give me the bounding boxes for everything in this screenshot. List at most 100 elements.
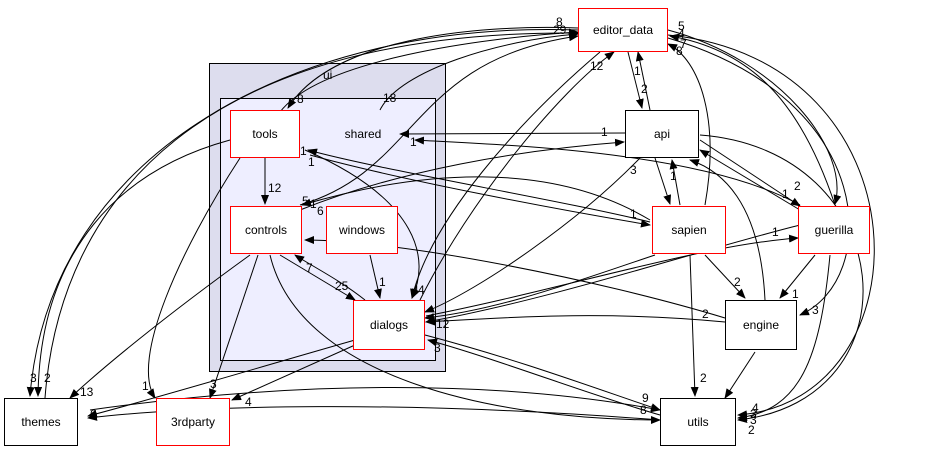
edge-label: 2 <box>734 275 741 289</box>
edge-label: 3 <box>630 163 637 177</box>
node-api[interactable]: api <box>625 110 699 158</box>
edge-label: 1 <box>308 155 315 169</box>
edge-guerilla-shared <box>414 136 801 206</box>
edge-sapien-utils <box>689 254 699 397</box>
edge-label: 3 <box>750 413 757 427</box>
edge-tools-dialogs <box>304 149 420 299</box>
edge-label: 4 <box>678 27 685 41</box>
edge-api-utils <box>699 134 864 423</box>
edge-dialogs-utils <box>424 334 661 411</box>
edge-label: 5 <box>678 19 685 33</box>
edge-api-sapien <box>654 157 672 205</box>
edge-api-editor <box>635 51 651 111</box>
node-label: 3rdparty <box>170 415 216 429</box>
node-windows[interactable]: windows <box>326 206 398 254</box>
edge-label: 2 <box>702 307 709 321</box>
node-utils[interactable]: utils <box>660 398 736 446</box>
edge-sapien-dialogs <box>424 254 656 322</box>
edge-guerilla-dialogs <box>425 224 801 325</box>
node-themes[interactable]: themes <box>4 398 78 446</box>
edge-tools-editor <box>279 28 579 113</box>
edge-utils-themes <box>87 406 661 421</box>
node-tools[interactable]: tools <box>230 110 300 158</box>
edge-api-shared <box>399 129 626 138</box>
edge-guerilla-editor <box>669 33 836 206</box>
edge-label: 2 <box>641 82 648 96</box>
edge-controls-themes <box>69 254 251 399</box>
edge-sapien-editor <box>667 43 711 206</box>
edge-label: 8 <box>297 92 304 106</box>
edge-tools-sapien <box>309 154 651 228</box>
edge-label: 12 <box>436 317 450 331</box>
edge-label: 7 <box>306 261 313 275</box>
edge-windows-dialogs <box>369 254 382 299</box>
edge-label: 6 <box>317 204 324 218</box>
edge-label: 3 <box>30 371 37 385</box>
edge-controls-editor <box>299 33 579 206</box>
edge-label: 13 <box>80 385 94 399</box>
node-label: tools <box>252 127 278 141</box>
node-label: utils <box>687 415 709 429</box>
node-label: controls <box>244 223 288 237</box>
edge-label: 1 <box>601 125 608 139</box>
edge-controls-utils <box>269 254 661 424</box>
edge-label: 1 <box>670 169 677 183</box>
edge-engine-dialogs <box>425 315 726 326</box>
edge-label: 2 <box>794 179 801 193</box>
edge-label: 29 <box>553 23 567 37</box>
node-label: shared <box>344 127 382 141</box>
edge-dialogs-editor <box>419 51 615 301</box>
edge-sapien-engine <box>704 254 746 299</box>
node-label: guerilla <box>814 223 854 237</box>
edge-tools-themes <box>34 139 231 397</box>
node-shared[interactable]: shared <box>330 112 396 156</box>
edge-label: 1 <box>300 144 307 158</box>
edge-dialogs-controls <box>294 254 366 301</box>
edge-label: 2 <box>700 371 707 385</box>
node-engine[interactable]: engine <box>725 300 797 350</box>
node-label: sapien <box>671 223 707 237</box>
edge-label: 1 <box>634 64 641 78</box>
edge-label: 9 <box>642 391 649 405</box>
node-dialogs[interactable]: dialogs <box>353 300 425 350</box>
edge-sapien-controls <box>301 176 651 221</box>
edge-label: 1 <box>310 197 317 211</box>
node-sapien[interactable]: sapien <box>652 206 726 254</box>
edge-guerilla-engine <box>779 254 816 299</box>
edge-editor-guerilla <box>667 29 842 205</box>
edge-label: 25 <box>335 279 349 293</box>
node-label: windows <box>338 223 386 237</box>
edge-label: 5 <box>302 194 309 208</box>
edge-sapien-api <box>669 159 681 206</box>
edge-label: 8 <box>640 403 647 417</box>
node-label: editor_data <box>592 23 654 37</box>
node-controls[interactable]: controls <box>230 206 302 254</box>
node-editor-data[interactable]: editor_data <box>578 8 668 52</box>
node-label: engine <box>742 318 780 332</box>
edge-label: 3 <box>812 303 819 317</box>
node-3rdparty[interactable]: 3rdparty <box>156 398 230 446</box>
edge-label: 1 <box>630 207 637 221</box>
node-label: dialogs <box>369 318 409 332</box>
edge-controls-dialogs <box>279 254 356 301</box>
node-guerilla[interactable]: guerilla <box>798 206 870 254</box>
edge-label: 6 <box>90 407 97 421</box>
edge-label: 3 <box>750 407 757 421</box>
edge-label: 4 <box>418 283 425 297</box>
edge-label: 4 <box>412 283 419 297</box>
edge-tools-3rdparty <box>146 157 241 399</box>
edge-engine-utils <box>724 351 756 399</box>
edge-label: 2 <box>748 423 755 437</box>
node-label: themes <box>21 415 61 429</box>
edge-editor-tools <box>287 26 579 109</box>
edge-editor-api <box>627 51 644 109</box>
edge-guerilla-utils <box>737 254 831 421</box>
edge-dialogs-3rdparty <box>231 344 356 401</box>
edge-editor-utils <box>667 34 875 419</box>
edge-label: 12 <box>590 59 604 73</box>
edge-themes-editor <box>44 28 579 399</box>
edge-label: 12 <box>268 181 282 195</box>
edge-label: 1 <box>772 225 779 239</box>
